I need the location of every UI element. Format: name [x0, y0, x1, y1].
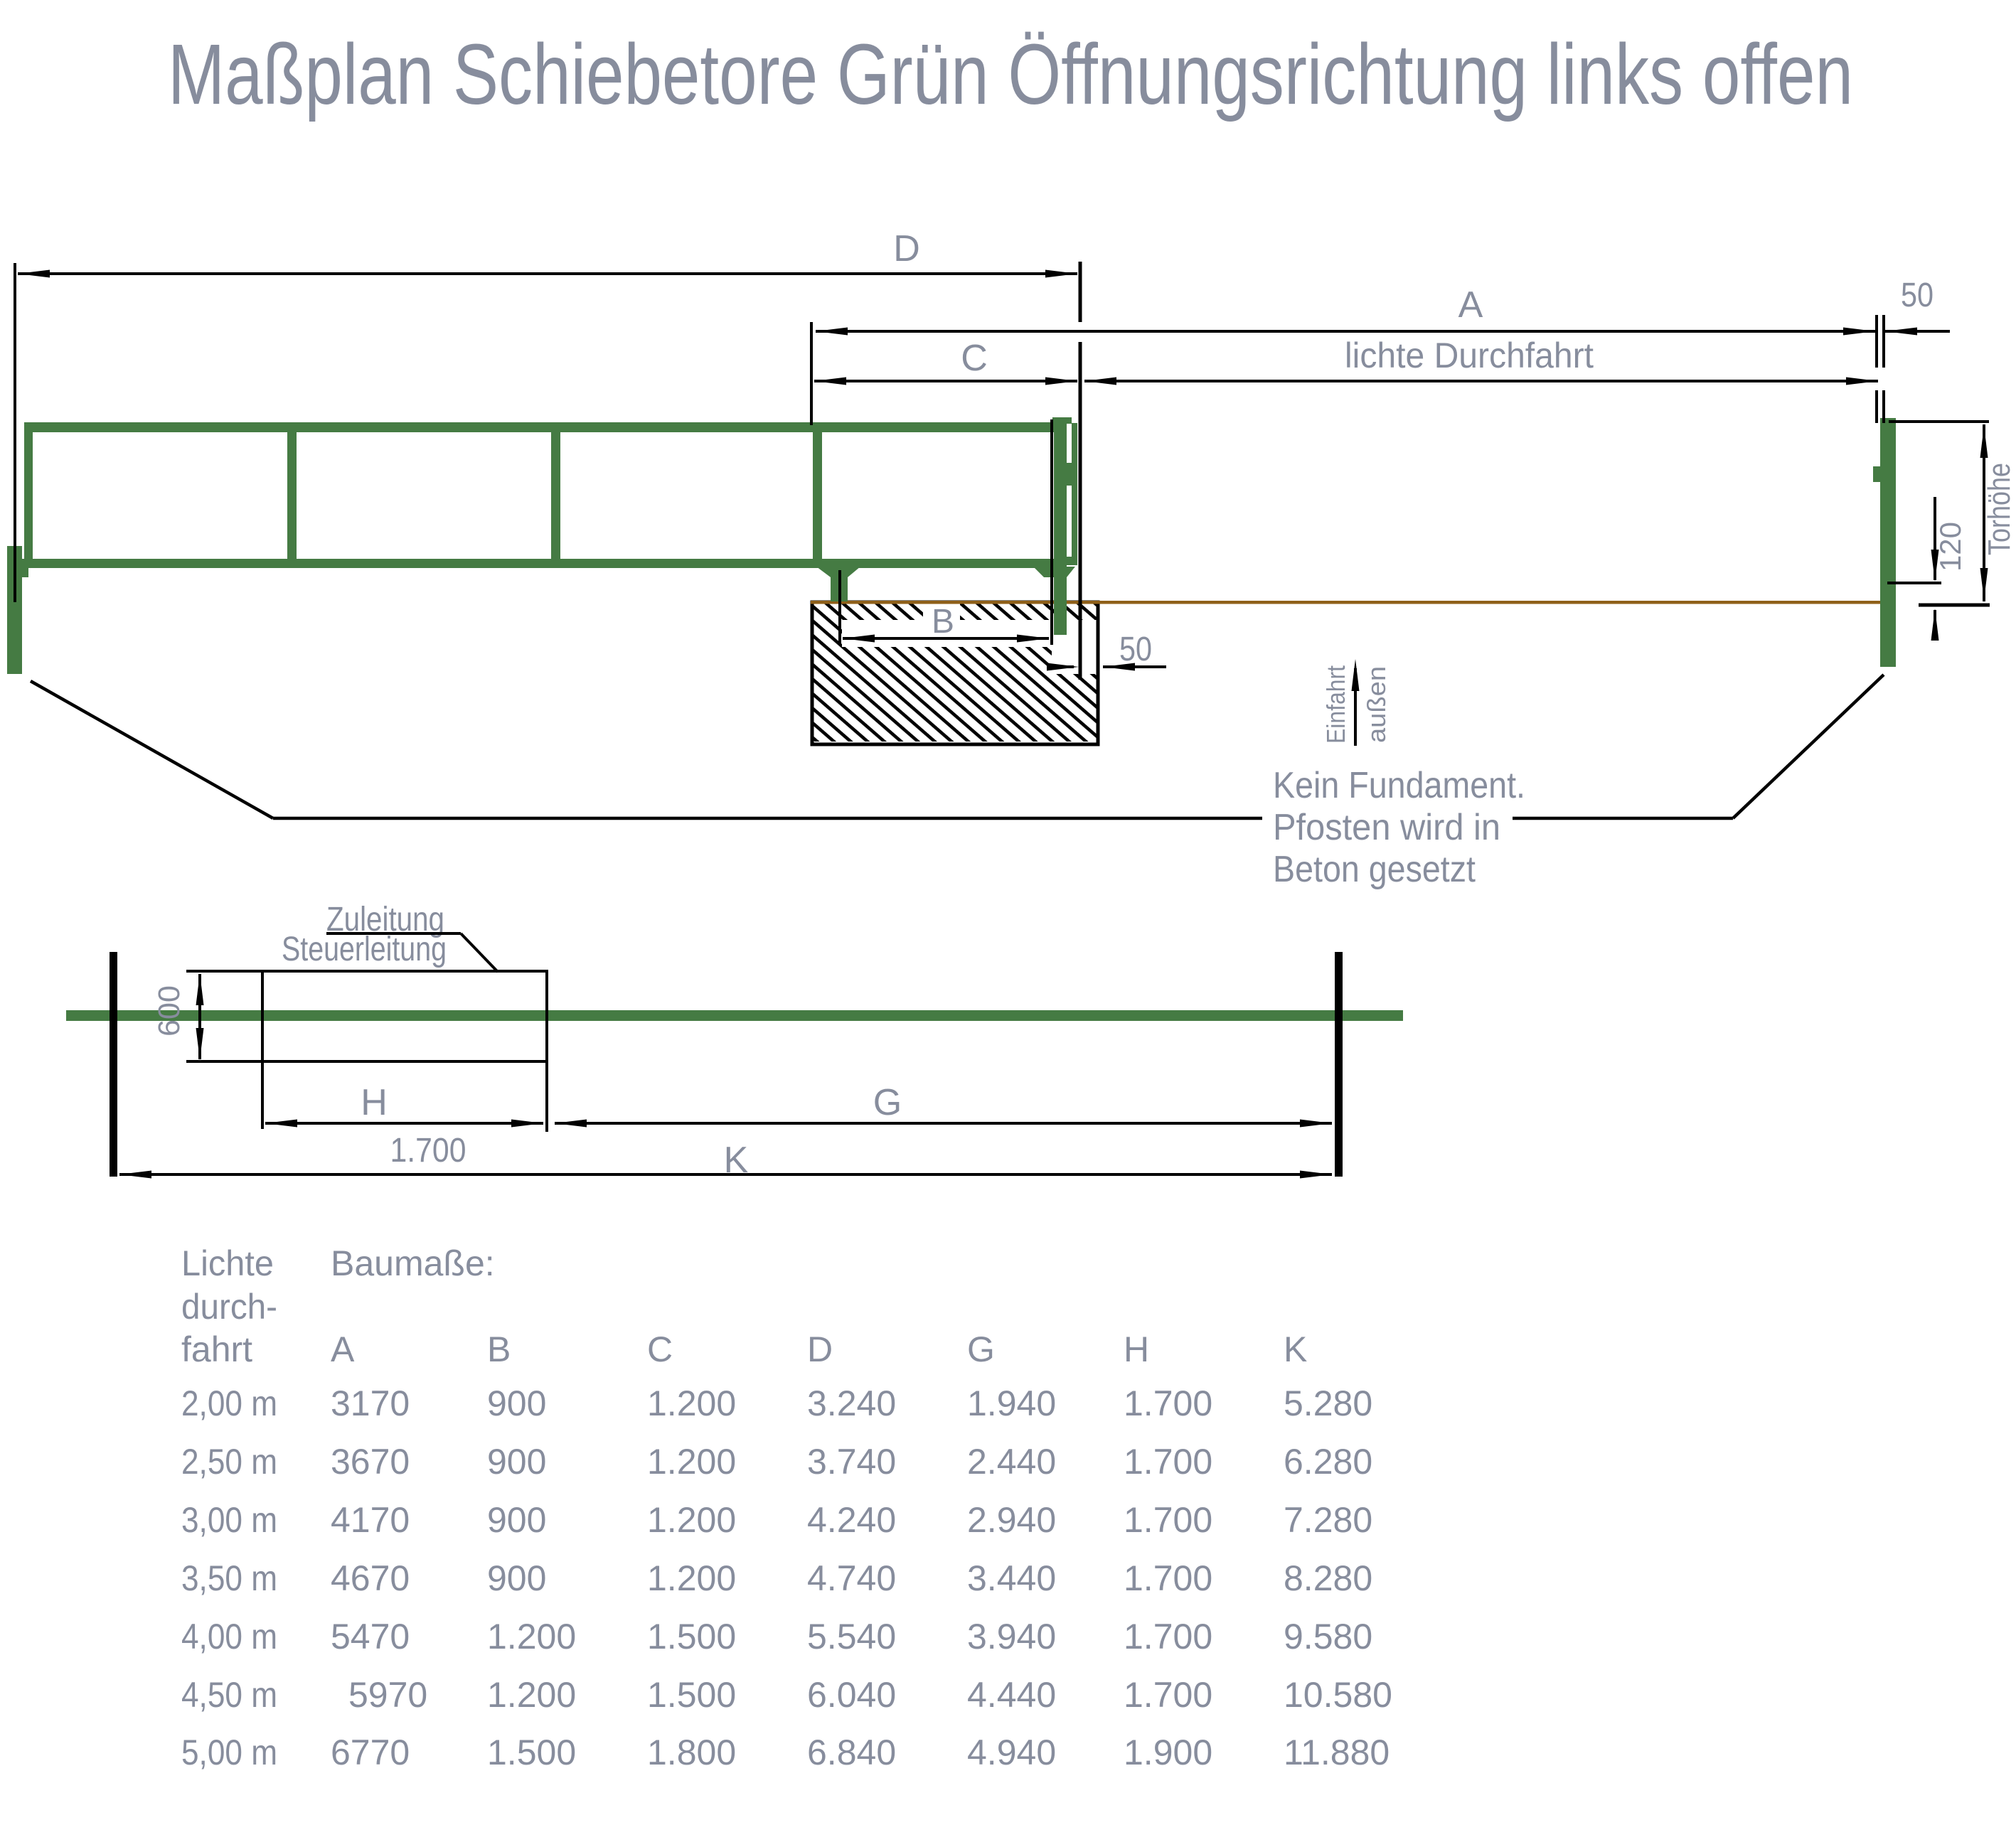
- svg-text:D: D: [807, 1329, 833, 1369]
- svg-text:1.700: 1.700: [390, 1132, 466, 1169]
- svg-text:3170: 3170: [331, 1383, 410, 1423]
- svg-text:1.200: 1.200: [647, 1500, 736, 1540]
- svg-text:A: A: [331, 1329, 355, 1369]
- svg-text:1.200: 1.200: [487, 1617, 576, 1656]
- svg-text:1.700: 1.700: [1124, 1383, 1212, 1423]
- svg-text:1.700: 1.700: [1124, 1558, 1212, 1598]
- svg-text:1.200: 1.200: [647, 1558, 736, 1598]
- svg-text:4,00 m: 4,00 m: [181, 1617, 277, 1656]
- svg-text:1.700: 1.700: [1124, 1442, 1212, 1482]
- svg-text:2,50 m: 2,50 m: [181, 1442, 277, 1482]
- svg-text:Beton gesetzt: Beton gesetzt: [1273, 849, 1476, 890]
- svg-text:3.940: 3.940: [967, 1617, 1056, 1656]
- svg-text:B: B: [487, 1329, 511, 1369]
- svg-text:3,50 m: 3,50 m: [181, 1558, 277, 1598]
- svg-text:A: A: [1458, 284, 1483, 326]
- svg-text:7.280: 7.280: [1284, 1500, 1372, 1540]
- svg-text:D: D: [893, 228, 920, 269]
- svg-text:1.940: 1.940: [967, 1383, 1056, 1423]
- svg-text:1.500: 1.500: [487, 1733, 576, 1772]
- svg-text:5.280: 5.280: [1284, 1383, 1372, 1423]
- svg-text:B: B: [932, 603, 954, 641]
- svg-text:1.700: 1.700: [1124, 1675, 1212, 1715]
- svg-text:600: 600: [152, 985, 186, 1037]
- svg-text:4.440: 4.440: [967, 1675, 1056, 1715]
- svg-text:1.500: 1.500: [647, 1675, 736, 1715]
- svg-text:K: K: [724, 1140, 749, 1181]
- svg-text:H: H: [361, 1082, 388, 1123]
- svg-text:10.580: 10.580: [1284, 1675, 1392, 1715]
- svg-text:3670: 3670: [331, 1442, 410, 1482]
- svg-text:50: 50: [1901, 277, 1934, 314]
- svg-text:5,00 m: 5,00 m: [181, 1733, 277, 1772]
- svg-text:H: H: [1124, 1329, 1149, 1369]
- svg-text:lichte Durchfahrt: lichte Durchfahrt: [1345, 336, 1594, 375]
- svg-text:900: 900: [487, 1442, 546, 1482]
- svg-text:120: 120: [1934, 522, 1967, 572]
- svg-text:4.740: 4.740: [807, 1558, 896, 1598]
- svg-text:5470: 5470: [331, 1617, 410, 1656]
- svg-text:1.200: 1.200: [647, 1442, 736, 1482]
- svg-text:900: 900: [487, 1383, 546, 1423]
- svg-text:4.240: 4.240: [807, 1500, 896, 1540]
- svg-text:G: G: [873, 1082, 902, 1123]
- svg-text:2,00 m: 2,00 m: [181, 1383, 277, 1423]
- svg-text:4670: 4670: [331, 1558, 410, 1598]
- svg-text:1.200: 1.200: [487, 1675, 576, 1715]
- svg-text:50: 50: [1119, 631, 1152, 668]
- svg-text:1.500: 1.500: [647, 1617, 736, 1656]
- svg-text:4,50 m: 4,50 m: [181, 1675, 277, 1715]
- svg-text:Maßplan Schiebetore Grün Öffnu: Maßplan Schiebetore Grün Öffnungsrichtun…: [168, 26, 1853, 122]
- svg-text:1.200: 1.200: [647, 1383, 736, 1423]
- svg-text:11.880: 11.880: [1284, 1733, 1390, 1772]
- svg-text:Steuerleitung: Steuerleitung: [282, 931, 447, 968]
- svg-text:Lichte: Lichte: [181, 1243, 274, 1283]
- svg-text:G: G: [967, 1329, 995, 1369]
- svg-text:1.900: 1.900: [1124, 1733, 1212, 1772]
- svg-text:1.700: 1.700: [1124, 1500, 1212, 1540]
- svg-text:6.040: 6.040: [807, 1675, 896, 1715]
- svg-text:3,00 m: 3,00 m: [181, 1500, 277, 1540]
- svg-text:6.840: 6.840: [807, 1733, 896, 1772]
- svg-text:K: K: [1284, 1329, 1307, 1369]
- svg-text:3.440: 3.440: [967, 1558, 1056, 1598]
- svg-text:5970: 5970: [348, 1675, 427, 1715]
- svg-text:Baumaße:: Baumaße:: [331, 1243, 495, 1283]
- svg-text:4170: 4170: [331, 1500, 410, 1540]
- svg-text:900: 900: [487, 1558, 546, 1598]
- svg-text:6.280: 6.280: [1284, 1442, 1372, 1482]
- svg-text:Pfosten wird in: Pfosten wird in: [1273, 807, 1500, 848]
- svg-text:C: C: [961, 338, 988, 379]
- svg-text:900: 900: [487, 1500, 546, 1540]
- svg-text:durch-: durch-: [181, 1287, 277, 1327]
- svg-text:2.440: 2.440: [967, 1442, 1056, 1482]
- svg-text:1.700: 1.700: [1124, 1617, 1212, 1656]
- svg-text:3.240: 3.240: [807, 1383, 896, 1423]
- svg-text:C: C: [647, 1329, 673, 1369]
- svg-text:5.540: 5.540: [807, 1617, 896, 1656]
- svg-text:fahrt: fahrt: [181, 1329, 252, 1369]
- svg-text:außen: außen: [1362, 666, 1391, 743]
- svg-text:1.800: 1.800: [647, 1733, 736, 1772]
- svg-text:2.940: 2.940: [967, 1500, 1056, 1540]
- svg-text:9.580: 9.580: [1284, 1617, 1372, 1656]
- svg-text:Kein Fundament.: Kein Fundament.: [1273, 765, 1525, 806]
- svg-text:Einfahrt: Einfahrt: [1321, 665, 1350, 744]
- svg-text:6770: 6770: [331, 1733, 410, 1772]
- svg-text:Torhöhe: Torhöhe: [1982, 463, 2016, 555]
- svg-text:3.740: 3.740: [807, 1442, 896, 1482]
- svg-text:4.940: 4.940: [967, 1733, 1056, 1772]
- svg-text:8.280: 8.280: [1284, 1558, 1372, 1598]
